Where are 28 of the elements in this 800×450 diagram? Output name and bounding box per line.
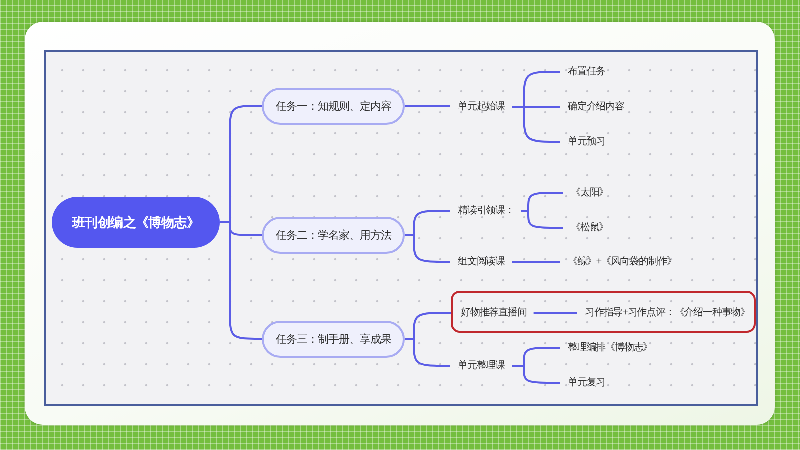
branch-label: 组文阅读课 <box>450 256 512 268</box>
branch-label: 精读引领课： <box>450 204 522 218</box>
highlight-frame <box>451 291 756 333</box>
branch-label: 单元整理课 <box>450 360 512 372</box>
branch-label: 整理编排《博物志》 <box>560 342 660 354</box>
central-topic: 班刊创编之《博物志》 <box>52 197 220 248</box>
branch-label: 好物推荐直播间 <box>453 306 534 320</box>
branch-label: 习作指导+习作点评：《介绍一种事物》 <box>577 306 752 320</box>
connector-line <box>534 312 577 314</box>
branch-label: 《松鼠》 <box>563 222 616 234</box>
branch-pill: 任务二：学名家、用方法 <box>262 217 405 254</box>
connector-line <box>220 222 262 340</box>
connector-line <box>512 261 560 263</box>
branch-label: 《太阳》 <box>563 186 616 200</box>
branch-label: 单元预习 <box>560 136 613 148</box>
branch-label: 单元复习 <box>560 376 613 390</box>
connector-line <box>512 106 560 143</box>
branch-label: 单元起始课 <box>450 100 512 114</box>
connector-line <box>405 105 450 107</box>
branch-label: 确定介绍内容 <box>560 100 632 114</box>
connector-line <box>512 365 560 384</box>
connector-line <box>521 210 563 229</box>
branch-label: 布置任务 <box>560 66 613 78</box>
branch-pill: 任务一：知规则、定内容 <box>262 88 405 124</box>
branch-pill: 任务三：制手册、享成果 <box>262 320 405 358</box>
branch-label: 《鲸》+《风向袋的制作》 <box>560 256 684 268</box>
connector-line <box>405 338 450 367</box>
connector-line <box>405 234 450 263</box>
